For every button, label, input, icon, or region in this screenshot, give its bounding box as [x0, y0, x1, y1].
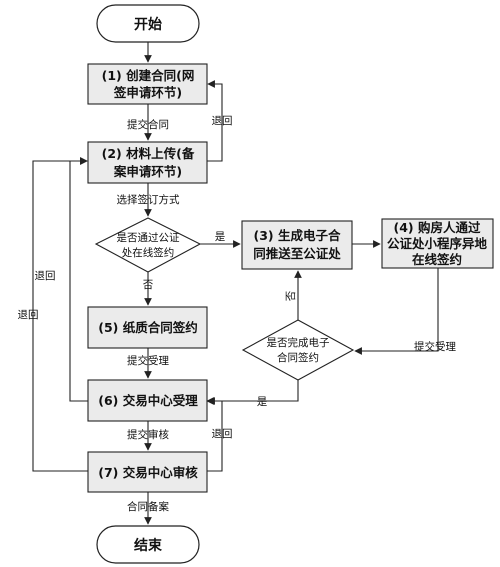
node-step1: (1) 创建合同(网 签申请环节)	[87, 63, 208, 105]
decision-online-line1: 是否通过公证	[117, 231, 180, 244]
node-start: 开始	[96, 4, 200, 43]
node-step2-line1: (2) 材料上传(备	[102, 146, 195, 161]
node-start-text: 开始	[134, 16, 162, 33]
arrow-step4-to-decision2	[354, 268, 439, 355]
node-step4: (4) 购房人通过 公证处小程序异地 在线签约	[381, 218, 494, 269]
node-end-text: 结束	[134, 537, 163, 554]
node-step4-line3: 在线签约	[412, 252, 462, 267]
return-step2-to-step1	[207, 80, 223, 162]
node-step6: (6) 交易中心受理	[87, 379, 208, 422]
label-submit-accept-right: 提交受理	[414, 340, 456, 353]
decision-online-line2: 处在线签约	[122, 246, 175, 259]
return-step7-to-step2	[32, 157, 88, 472]
node-step3: (3) 生成电子合 同推送至公证处	[241, 220, 353, 270]
label-submit-review: 提交审核	[127, 428, 169, 441]
node-step3-line1: (3) 生成电子合	[254, 228, 341, 243]
node-step3-line2: 同推送至公证处	[253, 246, 341, 261]
label-choose-method: 选择签订方式	[117, 193, 180, 206]
label-yes-online: 是	[215, 231, 226, 243]
label-submit-contract: 提交合同	[127, 118, 169, 131]
node-step5-text: (5) 纸质合同签约	[98, 320, 197, 335]
node-step2: (2) 材料上传(备 案申请环节)	[87, 141, 208, 184]
label-contract-filing: 合同备案	[127, 500, 169, 513]
node-step4-line1: (4) 购房人通过	[394, 220, 481, 235]
decision-done-line2: 合同签约	[277, 351, 319, 364]
node-step5: (5) 纸质合同签约	[87, 306, 208, 349]
node-step2-line2: 案申请环节)	[113, 164, 182, 179]
label-return-1: 退回	[212, 115, 233, 127]
label-no-done: 否	[285, 290, 297, 301]
decision-electronic-done: 是否完成电子 合同签约	[241, 319, 355, 381]
node-step1-line2: 签申请环节)	[113, 85, 182, 100]
node-end: 结束	[96, 525, 200, 564]
decision-online-signing: 是否通过公证 处在线签约	[94, 217, 202, 273]
label-return-3: 退回	[18, 309, 39, 321]
return-step7-to-step6	[207, 397, 223, 472]
label-return-2: 退回	[35, 270, 56, 282]
node-step7: (7) 交易中心审核	[87, 451, 208, 493]
arrow-decision2-to-step6	[206, 380, 299, 405]
node-step1-line1: (1) 创建合同(网	[102, 68, 195, 83]
edge-labels: 提交合同 选择签订方式 是 否 否 是 提交受理 提交受理 提交审核 合同备案 …	[18, 115, 457, 513]
label-return-4: 退回	[212, 428, 233, 440]
node-step4-line2: 公证处小程序异地	[387, 236, 488, 251]
connectors	[32, 42, 439, 525]
label-no-online: 否	[143, 279, 154, 291]
decision-done-line1: 是否完成电子	[267, 336, 330, 349]
label-submit-accept-left: 提交受理	[127, 354, 169, 367]
node-step6-text: (6) 交易中心受理	[98, 393, 198, 408]
label-yes-done: 是	[257, 396, 268, 408]
node-step7-text: (7) 交易中心审核	[98, 465, 198, 480]
return-step6-to-step2	[69, 157, 88, 402]
